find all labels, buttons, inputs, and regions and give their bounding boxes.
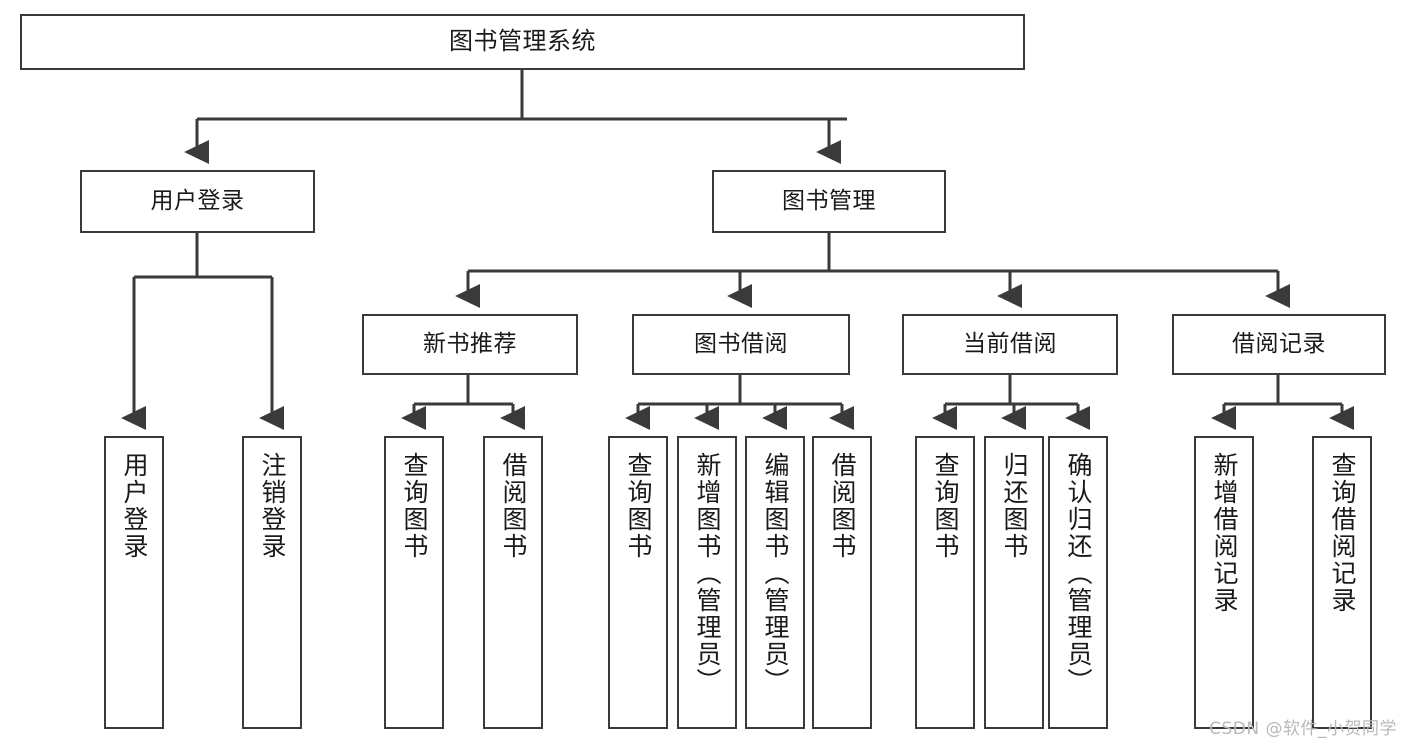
node-label: 查询图书 <box>400 452 429 560</box>
node-book-borrowing[interactable]: 图书借阅 <box>632 314 850 375</box>
node-label: 新书推荐 <box>423 331 517 358</box>
node-label: 新增图书（管理员） <box>693 452 722 695</box>
node-label: 图书借阅 <box>694 331 788 358</box>
leaf-current-borrow-return[interactable]: 归还图书 <box>984 436 1044 729</box>
node-label: 用户登录 <box>150 188 245 215</box>
node-current-borrowing[interactable]: 当前借阅 <box>902 314 1118 375</box>
leaf-current-borrow-confirm-return[interactable]: 确认归还（管理员） <box>1048 436 1108 729</box>
node-label: 借阅记录 <box>1232 331 1326 358</box>
leaf-user-login-signin[interactable]: 用户登录 <box>104 436 164 729</box>
node-label: 图书管理 <box>782 188 876 215</box>
node-label: 查询图书 <box>931 452 960 560</box>
node-borrow-records[interactable]: 借阅记录 <box>1172 314 1386 375</box>
leaf-book-borrow-edit[interactable]: 编辑图书（管理员） <box>745 436 805 729</box>
node-label: 查询图书 <box>624 452 653 560</box>
leaf-book-borrow-lend[interactable]: 借阅图书 <box>812 436 872 729</box>
node-label: 借阅图书 <box>499 452 528 560</box>
node-new-book-recommendation[interactable]: 新书推荐 <box>362 314 578 375</box>
node-label: 编辑图书（管理员） <box>761 452 790 695</box>
leaf-new-book-query[interactable]: 查询图书 <box>384 436 444 729</box>
leaf-new-book-borrow[interactable]: 借阅图书 <box>483 436 543 729</box>
node-label: 当前借阅 <box>963 331 1057 358</box>
leaf-current-borrow-query[interactable]: 查询图书 <box>915 436 975 729</box>
node-label: 归还图书 <box>1000 452 1029 560</box>
node-label: 新增借阅记录 <box>1210 452 1239 614</box>
node-root-system[interactable]: 图书管理系统 <box>20 14 1025 70</box>
node-label: 注销登录 <box>258 452 287 560</box>
leaf-borrow-record-query[interactable]: 查询借阅记录 <box>1312 436 1372 729</box>
node-label: 图书管理系统 <box>449 27 596 56</box>
node-book-management[interactable]: 图书管理 <box>712 170 946 233</box>
leaf-book-borrow-add[interactable]: 新增图书（管理员） <box>677 436 737 729</box>
leaf-book-borrow-query[interactable]: 查询图书 <box>608 436 668 729</box>
watermark-text: CSDN @软件_小贺同学 <box>1209 719 1397 739</box>
leaf-user-login-signout[interactable]: 注销登录 <box>242 436 302 729</box>
node-user-login[interactable]: 用户登录 <box>80 170 315 233</box>
node-label: 用户登录 <box>120 452 149 560</box>
node-label: 查询借阅记录 <box>1328 452 1357 614</box>
node-label: 确认归还（管理员） <box>1064 452 1093 695</box>
node-label: 借阅图书 <box>828 452 857 560</box>
leaf-borrow-record-add[interactable]: 新增借阅记录 <box>1194 436 1254 729</box>
